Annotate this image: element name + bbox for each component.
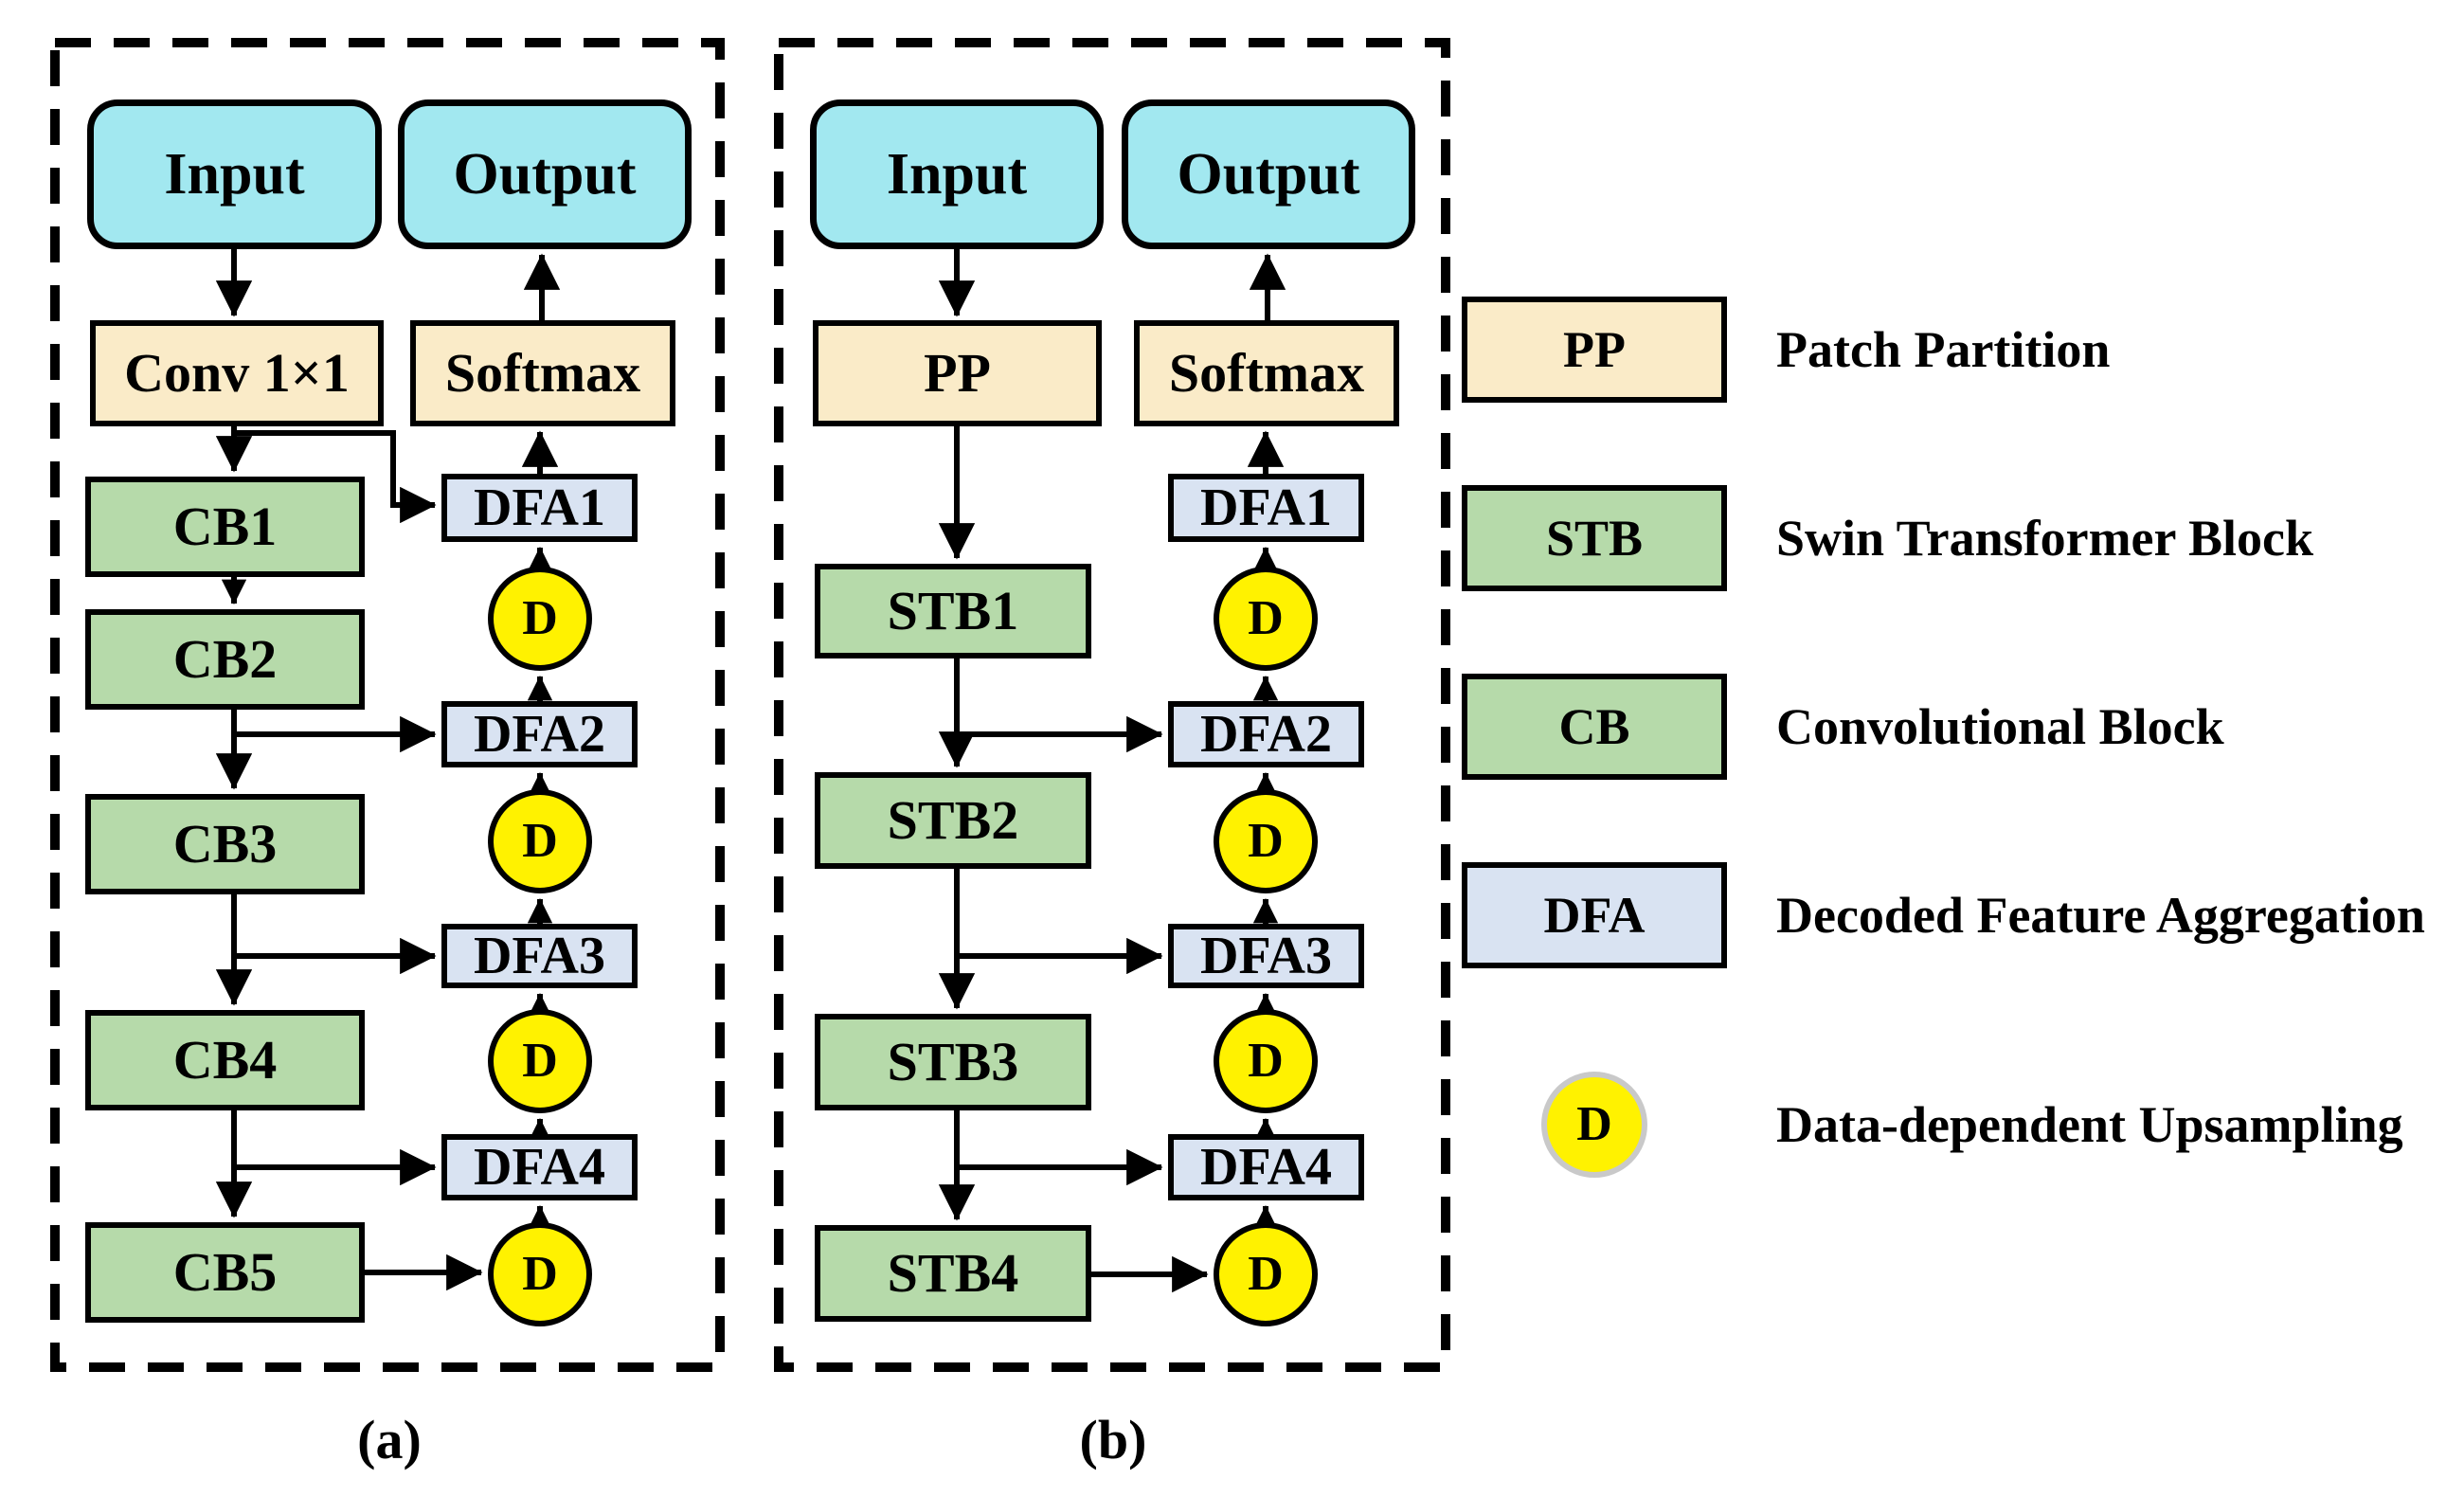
dfa4-node-b: DFA4 (1168, 1134, 1364, 1200)
dfa3-node-a: DFA3 (441, 924, 638, 988)
legend-symbol-pp: PP (1462, 297, 1727, 403)
panel-b-arrows (938, 249, 1286, 1293)
stb2-node: STB2 (815, 772, 1091, 869)
stb4-node: STB4 (815, 1225, 1091, 1322)
dfa1-node-a: DFA1 (441, 474, 638, 542)
legend-symbol-cb: CB (1462, 674, 1727, 780)
dfa2-node-a: DFA2 (441, 701, 638, 767)
caption-a: (a) (357, 1409, 422, 1470)
dfa4-node-a: DFA4 (441, 1134, 638, 1200)
cb5-node: CB5 (85, 1222, 365, 1323)
legend-label-cb: Convolutional Block (1776, 698, 2224, 755)
softmax-node-a: Softmax (410, 320, 675, 426)
softmax-node-b: Softmax (1134, 320, 1399, 426)
legend-label-stb: Swin Transformer Block (1776, 510, 2314, 567)
upsample-node-b3: D (1214, 1009, 1318, 1113)
stb3-node: STB3 (815, 1014, 1091, 1110)
caption-b: (b) (1079, 1409, 1147, 1470)
dfa1-node-b: DFA1 (1168, 474, 1364, 542)
upsample-node-a4: D (488, 1222, 592, 1326)
input-node-b: Input (810, 99, 1104, 249)
stb1-node: STB1 (815, 564, 1091, 658)
panel-a-arrows (215, 249, 561, 1291)
cb4-node: CB4 (85, 1010, 365, 1110)
cb1-node: CB1 (85, 477, 365, 577)
legend-label-pp: Patch Partition (1776, 321, 2111, 378)
legend-symbol-stb: STB (1462, 485, 1727, 591)
upsample-node-b2: D (1214, 789, 1318, 893)
panel-a-border (50, 38, 725, 1372)
upsample-node-b4: D (1214, 1222, 1318, 1326)
upsample-node-a1: D (488, 567, 592, 671)
upsample-node-a3: D (488, 1009, 592, 1113)
conv1x1-node: Conv 1×1 (90, 320, 384, 426)
output-node-a: Output (398, 99, 692, 249)
legend-symbol-d: D (1541, 1072, 1647, 1178)
upsample-node-a2: D (488, 789, 592, 893)
legend-label-d: Data-dependent Upsampling (1776, 1096, 2403, 1153)
panel-b-border (774, 38, 1450, 1372)
output-node-b: Output (1122, 99, 1415, 249)
cb2-node: CB2 (85, 609, 365, 710)
pp-node: PP (813, 320, 1102, 426)
legend-symbol-dfa: DFA (1462, 862, 1727, 968)
dfa3-node-b: DFA3 (1168, 924, 1364, 988)
cb3-node: CB3 (85, 794, 365, 894)
input-node-a: Input (87, 99, 382, 249)
legend-label-dfa: Decoded Feature Aggregation (1776, 887, 2425, 944)
upsample-node-b1: D (1214, 567, 1318, 671)
dfa2-node-b: DFA2 (1168, 701, 1364, 767)
